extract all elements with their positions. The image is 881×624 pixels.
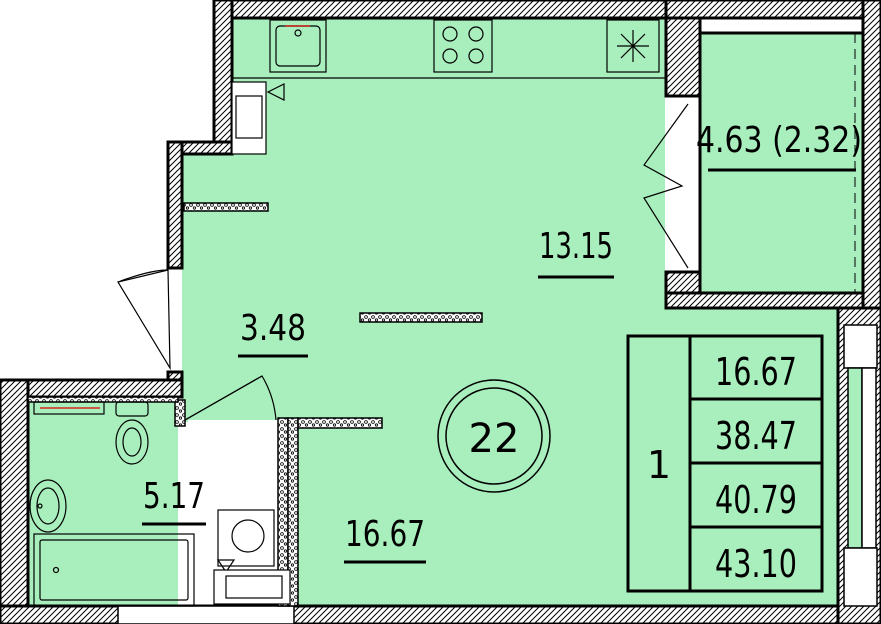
fridge-icon (606, 19, 660, 73)
partition-small (183, 202, 269, 212)
hall-floor-left (182, 150, 188, 422)
towel-dryer-icon (33, 401, 105, 415)
doors (117, 103, 689, 421)
wall-balcony-bottom (664, 291, 881, 310)
rooms-count: 1 (647, 443, 671, 487)
living-area: 16.67 (345, 514, 425, 555)
partition-mid (359, 312, 483, 323)
washbasin-icon (29, 479, 67, 533)
column-upper (664, 16, 702, 98)
balcony-outline (698, 31, 865, 295)
wall-bath-left (0, 378, 30, 624)
hall-area: 3.48 (240, 308, 306, 349)
partition-horizontal (297, 417, 383, 429)
wall-right-top (664, 0, 881, 20)
wall-left-hall-upper (166, 140, 184, 270)
wall-left-kitchen (212, 0, 234, 152)
summary-value-3: 40.79 (715, 478, 797, 522)
unit-number: 22 (469, 416, 520, 462)
window-bottom (117, 605, 295, 624)
window-right (843, 324, 878, 607)
sink-icon (269, 19, 327, 73)
bathroom (29, 401, 291, 607)
main-room-area: 13.15 (539, 226, 613, 267)
wall-top (212, 0, 668, 20)
bath-door-leaf (184, 375, 263, 421)
balcony-floor (700, 33, 863, 293)
main-floor (185, 18, 838, 624)
kitchen (231, 19, 665, 155)
label-underlines (142, 168, 856, 564)
summary-table: 1 16.67 38.47 40.79 43.10 (626, 334, 824, 593)
floor-fill (28, 18, 863, 624)
entrance-door-arc (117, 269, 169, 283)
balcony-area: 4.63 (2.32) (696, 120, 862, 161)
stove-icon (433, 19, 493, 73)
toilet-icon (115, 401, 149, 465)
entrance-door-swing (117, 269, 171, 371)
bath-door-swing (184, 375, 277, 421)
summary-value-1: 16.67 (715, 350, 797, 394)
summary-value-4: 43.10 (715, 542, 797, 586)
washing-machine-icon (213, 509, 291, 605)
wall-right-balcony (861, 0, 881, 310)
bathroom-floor (28, 397, 178, 607)
summary-value-2: 38.47 (715, 414, 797, 458)
unit-number-badge: 22 (437, 379, 551, 493)
bathtub-icon (33, 533, 195, 607)
partition-hall-bath (174, 399, 186, 427)
balcony-door (643, 103, 689, 269)
partition-bath-top (27, 396, 179, 403)
radiator-icon (231, 81, 285, 155)
partitions (27, 202, 483, 607)
bathroom-area: 5.17 (143, 476, 205, 517)
partition-vertical-2 (287, 417, 299, 607)
